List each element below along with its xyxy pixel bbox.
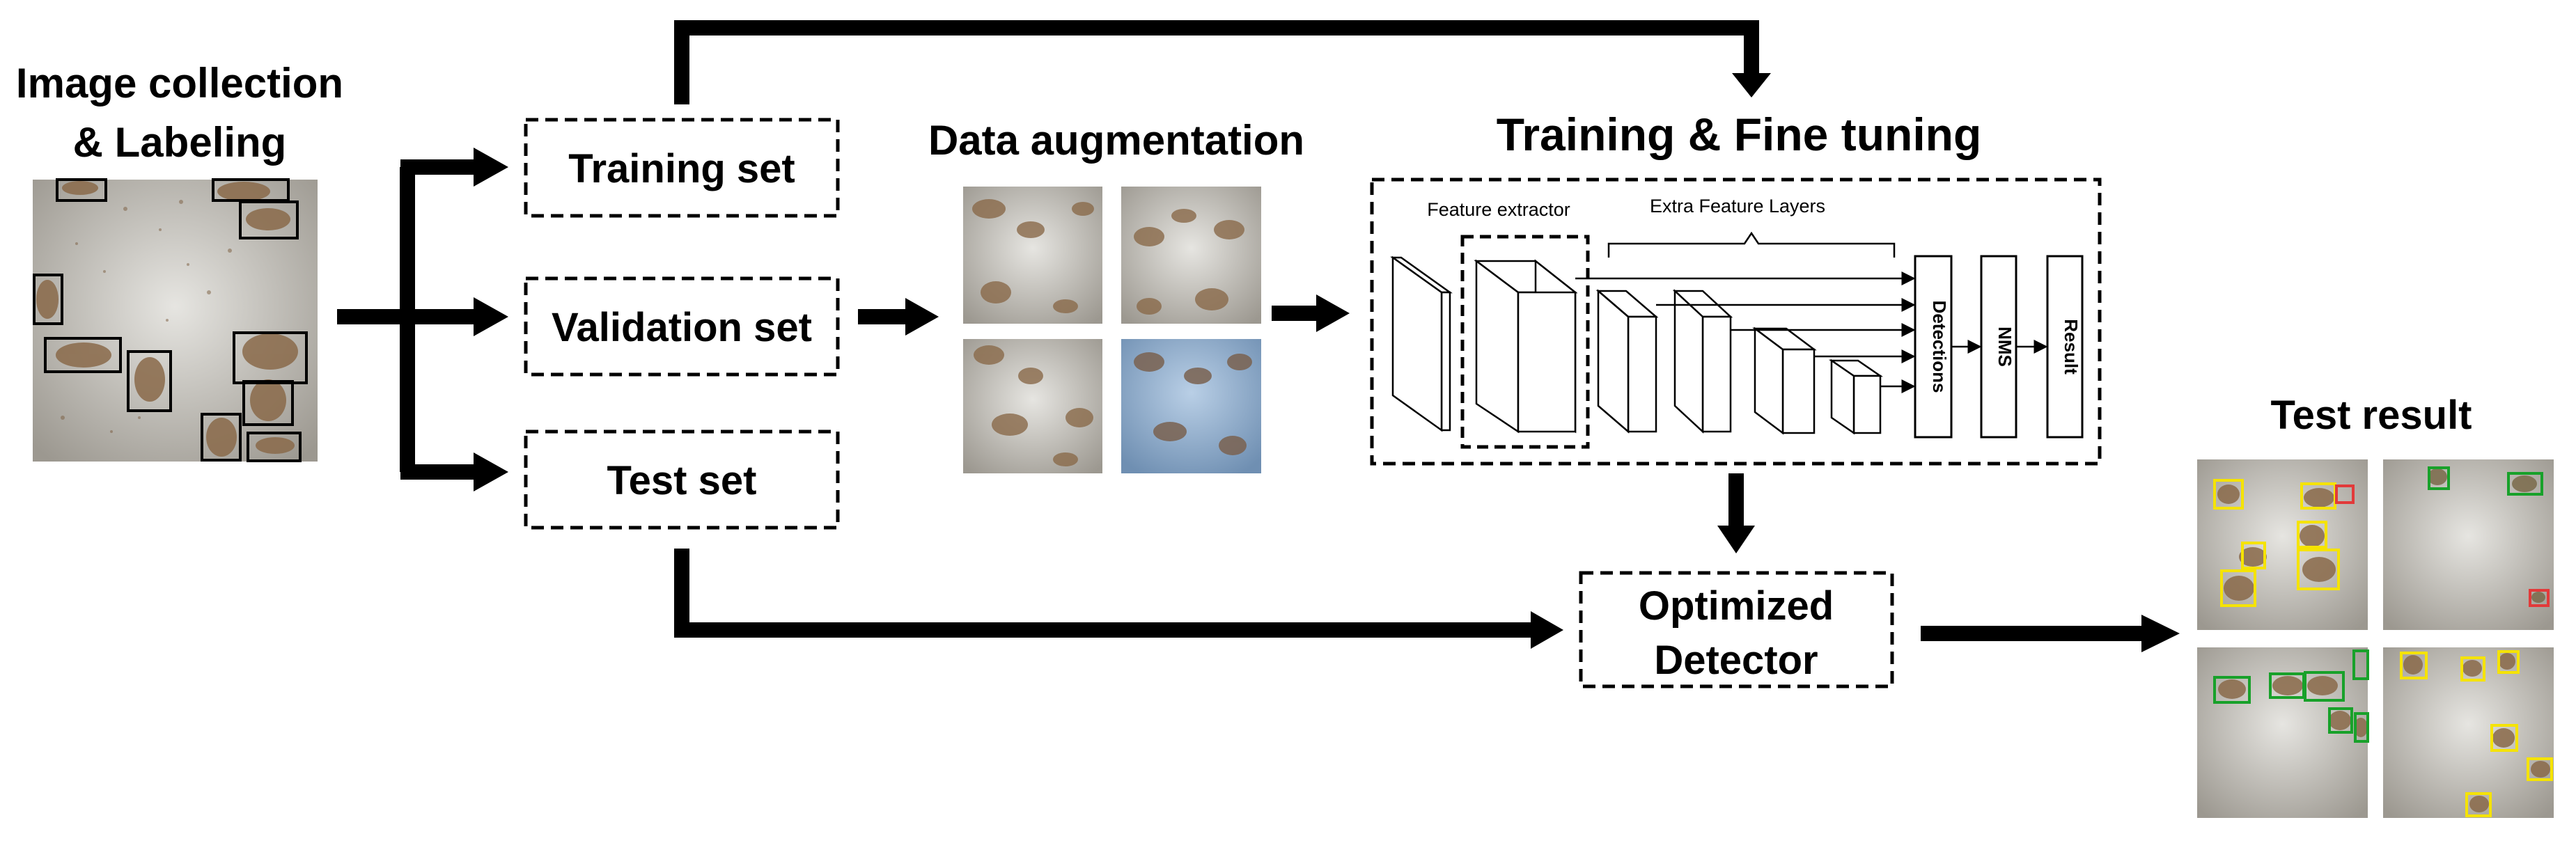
training-set-box: Training set — [524, 118, 840, 218]
image-collection-title-line2: & Labeling — [73, 119, 287, 166]
test-result-image-1 — [2197, 459, 2368, 630]
validation-set-box: Validation set — [524, 276, 840, 377]
augmentation-to-training-arrow — [1272, 294, 1350, 332]
optimized-detector-line1: Optimized — [1639, 583, 1834, 629]
extra-feature-layers-label: Extra Feature Layers — [1650, 196, 1825, 216]
image-collection-title-line1: Image collection — [16, 60, 343, 107]
feature-extractor-label: Feature extractor — [1427, 199, 1570, 220]
extra-feature-brace — [1607, 231, 1896, 258]
validation-set-label: Validation set — [552, 305, 812, 350]
optimized-detector-box: Optimized Detector — [1579, 571, 1894, 688]
training-to-detector-arrow — [1717, 473, 1755, 553]
feature-extractor-block — [1474, 259, 1578, 434]
test-result-image-4 — [2383, 647, 2554, 818]
network-box: Feature extractor Extra Feature Layers — [1370, 178, 2102, 466]
test-result-title: Test result — [2270, 393, 2472, 438]
svg-text:Detections: Detections — [1929, 301, 1950, 393]
extra-layer-3 — [1752, 326, 1817, 435]
input-layer — [1390, 255, 1453, 432]
detections-column: Detections — [1914, 255, 1953, 439]
training-set-label: Training set — [568, 146, 795, 191]
svg-text:Result: Result — [2061, 319, 2082, 375]
labeled-source-image — [33, 178, 318, 462]
split-arrows — [337, 159, 474, 480]
feature-extractor-box — [1460, 235, 1590, 449]
svg-text:NMS: NMS — [1995, 326, 2015, 367]
layer-to-detection-arrows — [1575, 271, 1916, 393]
test-result-image-2 — [2383, 459, 2554, 630]
augmented-image-1 — [963, 187, 1102, 324]
extra-layer-1 — [1595, 289, 1659, 434]
augmented-image-2 — [1121, 187, 1261, 324]
test-result-image-3 — [2197, 647, 2369, 818]
training-to-finetune-arrow — [674, 20, 1771, 104]
augmented-image-4 — [1121, 339, 1261, 473]
data-augmentation-title: Data augmentation — [928, 117, 1304, 164]
nms-column: NMS — [1980, 255, 2017, 439]
extra-layer-4 — [1828, 359, 1884, 435]
test-set-label: Test set — [607, 458, 757, 503]
validation-to-augmentation-arrow — [858, 298, 939, 336]
augmented-image-3 — [963, 339, 1102, 473]
training-fine-tuning-title: Training & Fine tuning — [1497, 109, 1982, 160]
optimized-detector-line2: Detector — [1654, 638, 1818, 683]
extra-layer-2 — [1672, 289, 1733, 434]
test-set-box: Test set — [524, 430, 840, 530]
split-arrowheads — [474, 148, 508, 491]
result-column: Result — [2046, 255, 2084, 439]
detector-to-results-arrow — [1921, 615, 2180, 652]
test-to-detector-arrow — [674, 549, 1563, 649]
